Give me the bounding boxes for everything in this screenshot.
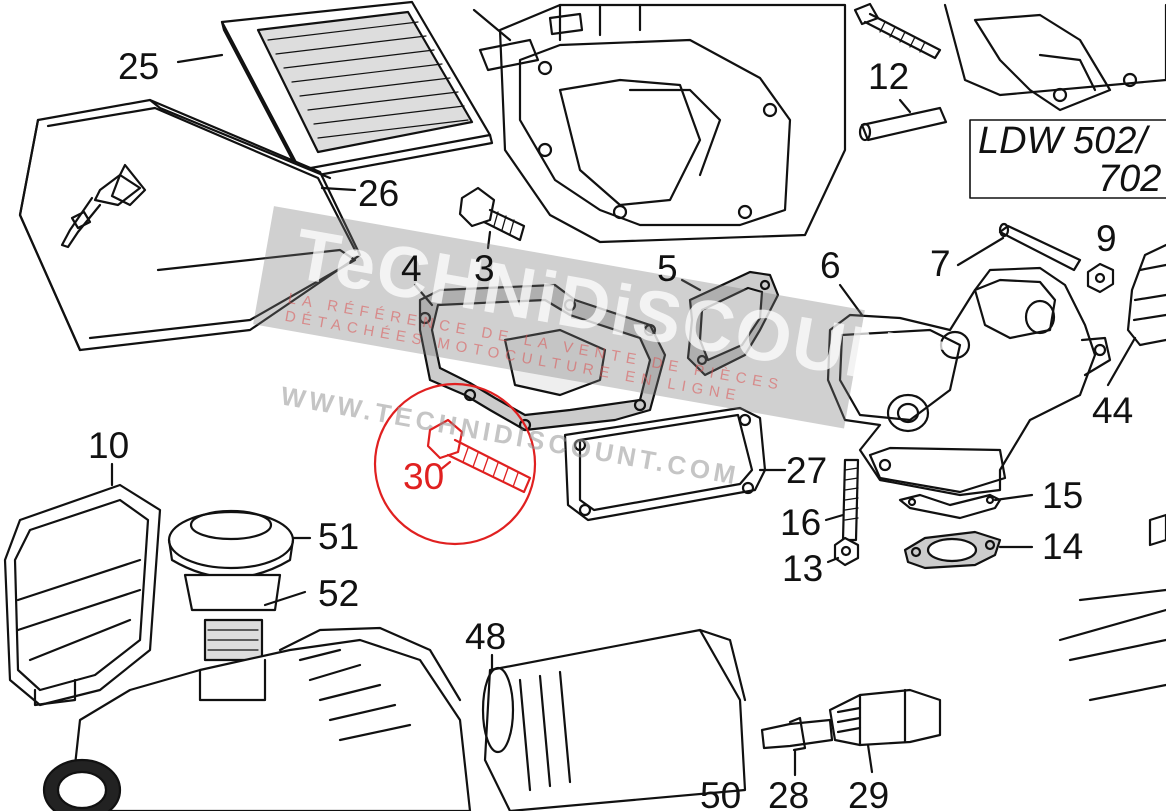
label-29: 29 xyxy=(848,775,890,811)
label-51: 51 xyxy=(318,516,360,557)
label-50: 50 xyxy=(700,775,742,811)
leader-head xyxy=(472,8,512,42)
leader-52 xyxy=(263,590,307,607)
label-5: 5 xyxy=(657,248,678,289)
part-51-cap xyxy=(167,509,295,579)
label-14: 14 xyxy=(1042,526,1084,567)
part-9-nut xyxy=(1086,262,1115,294)
part-stud-top xyxy=(853,2,942,60)
label-12: 12 xyxy=(868,56,910,97)
part-cylinder-head-2 xyxy=(943,3,1166,112)
label-52: 52 xyxy=(318,573,360,614)
model-name-line2: 702 xyxy=(1098,158,1162,200)
label-16: 16 xyxy=(780,502,822,543)
part-52-valve xyxy=(183,573,282,662)
label-4: 4 xyxy=(401,248,422,289)
part-3-bolt xyxy=(458,186,526,242)
part-10-band xyxy=(3,483,162,707)
part-28-fitting xyxy=(760,716,834,752)
leader-3 xyxy=(486,230,492,250)
leader-4 xyxy=(413,283,434,307)
model-box xyxy=(969,119,1166,199)
leader-5 xyxy=(680,278,702,292)
leader-6 xyxy=(838,283,864,317)
highlight-circle xyxy=(373,382,537,546)
part-48-cartridge xyxy=(481,628,747,811)
part-12-pin xyxy=(858,106,948,142)
part-6-manifold xyxy=(826,266,1112,497)
part-5-gasket xyxy=(686,270,780,377)
part-16-stud xyxy=(841,458,860,542)
part-25-filter-element xyxy=(220,0,494,180)
part-15-gasket xyxy=(898,493,1002,520)
part-44 xyxy=(1126,243,1166,347)
part-26-filter-housing xyxy=(18,98,362,352)
label-10: 10 xyxy=(88,425,130,466)
label-3: 3 xyxy=(474,248,495,289)
label-27: 27 xyxy=(786,450,828,491)
label-25: 25 xyxy=(118,46,160,87)
label-44: 44 xyxy=(1092,390,1134,431)
part-cylinder-head xyxy=(478,3,847,244)
label-30-highlighted: 30 xyxy=(403,456,445,497)
label-6: 6 xyxy=(820,245,841,286)
label-26: 26 xyxy=(358,173,400,214)
leader-44 xyxy=(1106,336,1137,387)
part-air-filter-body xyxy=(42,626,472,811)
leader-12 xyxy=(898,98,912,114)
part-13-nut xyxy=(833,536,860,567)
model-name-line1: LDW 502/ xyxy=(978,120,1147,162)
label-15: 15 xyxy=(1042,475,1084,516)
part-30-bolt-highlighted xyxy=(426,418,532,494)
leader-7 xyxy=(956,236,1005,267)
leader-16 xyxy=(824,513,845,522)
leader-13 xyxy=(826,556,840,564)
part-7-pin xyxy=(998,222,1082,272)
part-14-gasket xyxy=(903,530,1002,570)
label-13: 13 xyxy=(782,548,824,589)
label-48: 48 xyxy=(465,616,507,657)
leader-26 xyxy=(320,186,357,192)
part-4-gasket xyxy=(418,283,667,432)
label-9: 9 xyxy=(1096,218,1117,259)
part-29-sensor xyxy=(828,688,942,747)
label-7: 7 xyxy=(930,243,951,284)
leader-29 xyxy=(866,743,874,774)
leader-15 xyxy=(993,493,1034,502)
label-28: 28 xyxy=(768,775,810,811)
part-27-plate xyxy=(563,406,767,522)
part-right-bottom xyxy=(1058,513,1166,702)
leader-25 xyxy=(176,53,224,64)
